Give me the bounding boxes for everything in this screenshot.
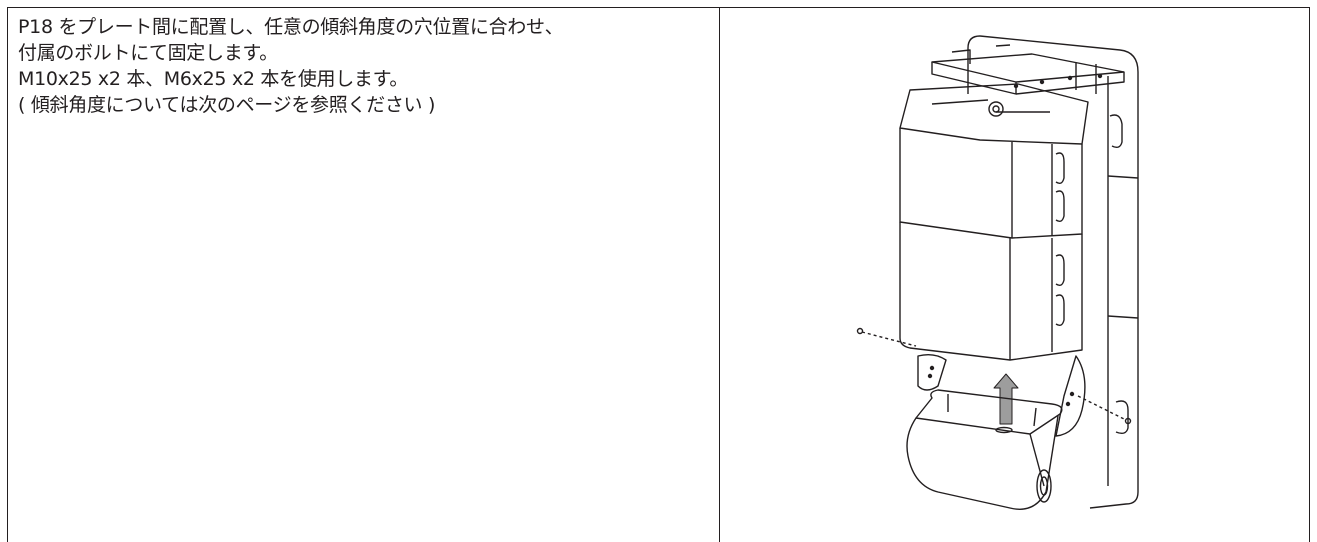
instruction-text-cell: P18 をプレート間に配置し、任意の傾斜角度の穴位置に合わせ、 付属のボルトにて…	[18, 14, 713, 118]
bolts	[856, 327, 1132, 425]
speaker-assembly-drawing	[856, 35, 1139, 510]
subwoofer-p18	[906, 389, 1063, 510]
angle-plate-right	[1055, 355, 1086, 437]
upper-cabinet	[899, 83, 1089, 239]
rigging-frame	[931, 44, 1125, 95]
instruction-line-3: M10x25 x2 本、M6x25 x2 本を使用します。	[18, 68, 409, 90]
assembly-illustration	[820, 16, 1150, 540]
table-left-border	[7, 7, 8, 542]
table-column-divider	[719, 7, 720, 542]
instruction-line-4: ( 傾斜角度については次のページを参照ください )	[18, 94, 436, 116]
table-right-border	[1309, 7, 1310, 542]
instruction-line-2: 付属のボルトにて固定します。	[18, 42, 278, 64]
lower-cabinet	[899, 222, 1083, 361]
table-top-border	[7, 7, 1310, 8]
rear-cabinet-stack	[967, 35, 1139, 509]
instruction-line-1: P18 をプレート間に配置し、任意の傾斜角度の穴位置に合わせ、	[18, 16, 564, 38]
angle-plate-left	[917, 353, 947, 391]
